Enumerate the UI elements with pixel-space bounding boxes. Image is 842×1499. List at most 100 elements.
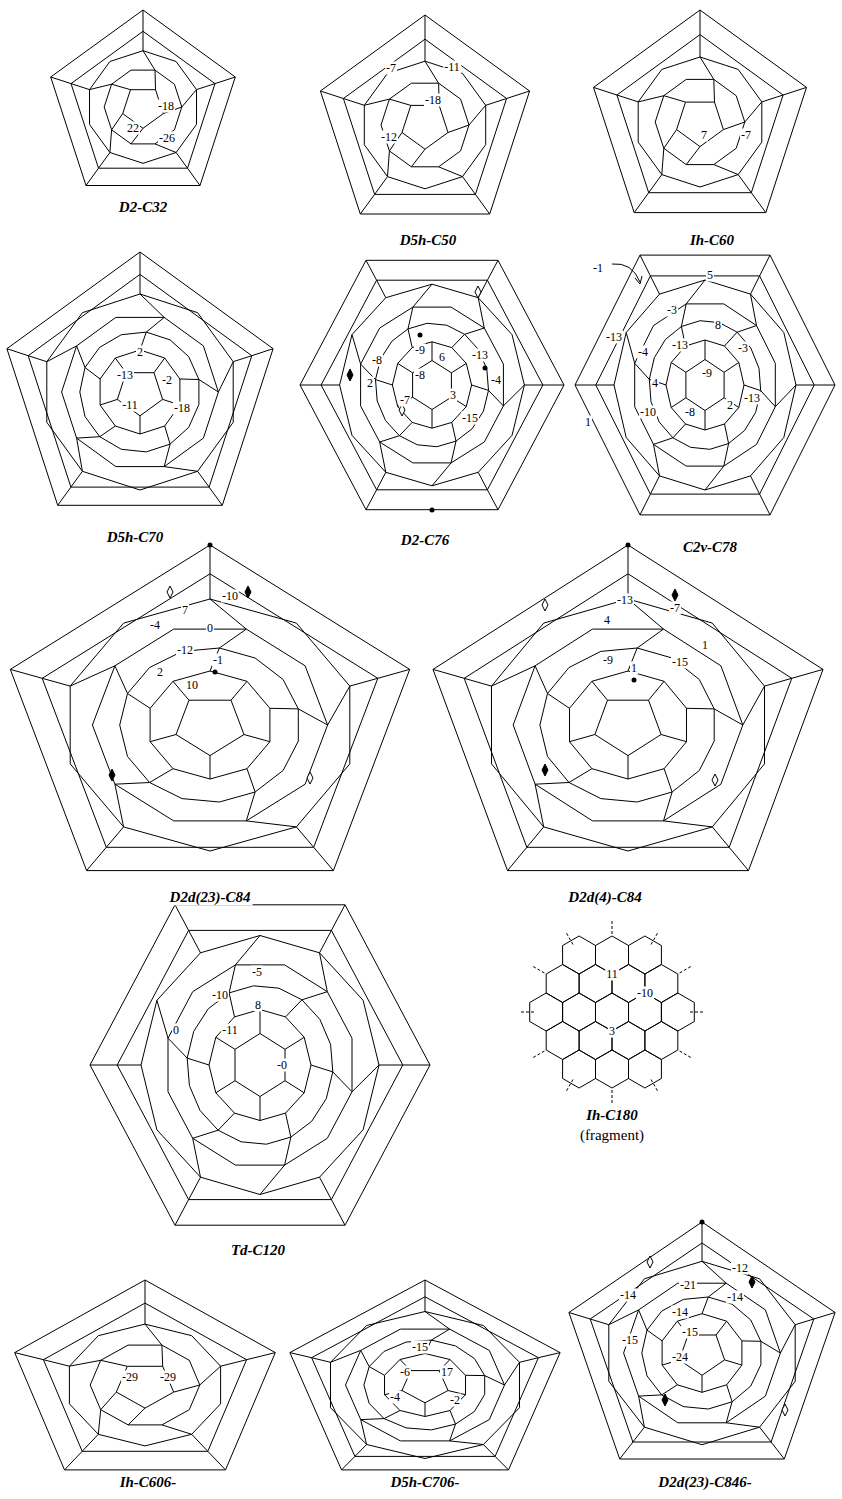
cage-bond: [350, 678, 378, 686]
charge-number: -8: [371, 354, 383, 367]
cage-bond: [296, 827, 313, 847]
cage-bond: [140, 274, 141, 294]
dashed-stub: [532, 1051, 544, 1058]
cage-bond: [69, 1360, 100, 1366]
cage-bond: [235, 936, 260, 965]
cage-bond: [260, 1165, 285, 1194]
cage-bond: [377, 280, 386, 298]
cage-bond: [712, 827, 729, 847]
charge-number: 2: [136, 346, 144, 359]
cage-bond: [760, 494, 770, 515]
cage-bond: [188, 168, 201, 185]
cage-bond: [51, 77, 71, 84]
cage-bond: [216, 1081, 235, 1093]
cage-ring: [513, 629, 743, 821]
charge-number: -7: [385, 62, 397, 75]
cage-bond: [432, 342, 433, 361]
cage-bond: [702, 1243, 703, 1261]
cage-bond: [352, 1065, 379, 1092]
charge-number: 2: [726, 399, 734, 412]
cage-bond: [628, 545, 629, 574]
cage-bond: [389, 99, 410, 105]
cage-bond: [760, 255, 770, 276]
cage-bond: [90, 84, 112, 89]
cage-ring: [492, 599, 765, 851]
cage-bond: [411, 149, 425, 167]
cage-bond: [592, 681, 608, 700]
cage-ring: [331, 1312, 520, 1459]
cage-ring: [364, 1340, 485, 1430]
cage-bond: [100, 426, 116, 437]
cage-bond: [314, 847, 334, 870]
cage-bond: [140, 252, 141, 274]
cage-bond: [486, 99, 507, 106]
cage-bond: [448, 125, 469, 133]
axis-dot: [430, 508, 435, 513]
cage-ring: [42, 574, 378, 848]
charge-number: -4: [490, 374, 502, 387]
cage-bond: [465, 328, 485, 334]
cage-bond: [302, 992, 327, 1000]
dashed-stub: [680, 966, 692, 973]
cage-ring: [10, 545, 409, 871]
cage-bond: [366, 260, 377, 280]
axis-dot: [632, 678, 637, 683]
cage-bond: [475, 194, 489, 214]
arrow-head: [635, 276, 642, 284]
charge-number: -21: [679, 1279, 697, 1292]
charge-number: -6: [399, 1366, 411, 1379]
charge-number: -29: [121, 1371, 139, 1384]
cage-bond: [705, 340, 706, 360]
cage-bond: [413, 284, 432, 307]
cage-bond: [176, 153, 187, 169]
charge-number: -4: [637, 346, 649, 359]
cage-ring: [100, 350, 180, 434]
cage-ring: [617, 35, 783, 193]
cage-bond: [175, 1200, 189, 1226]
cage-bond: [128, 694, 151, 709]
charge-number: -13: [116, 369, 134, 382]
cage-bond: [298, 709, 327, 725]
cage-bond: [286, 1000, 302, 1017]
cage-bond: [164, 444, 170, 467]
cage-bond: [331, 1350, 361, 1362]
charge-number: -2: [161, 374, 173, 387]
cage-bond: [726, 1423, 759, 1427]
cage-bond: [221, 1360, 247, 1367]
charge-number: -13: [605, 331, 623, 344]
cage-bond: [174, 1385, 200, 1392]
cage-bond: [705, 411, 706, 431]
axis-diamond: [662, 1394, 668, 1406]
charge-number: -18: [157, 100, 175, 113]
cage-bond: [761, 391, 776, 407]
axis-dot: [213, 670, 218, 675]
charge-number: -9: [602, 654, 614, 667]
charge-number: 22: [126, 122, 140, 135]
cage-ring: [62, 317, 219, 466]
cage-bond: [101, 1392, 117, 1410]
cage-bond: [388, 151, 390, 177]
cage-bond: [285, 1081, 304, 1093]
cage-bond: [115, 666, 128, 694]
cage-ring: [540, 648, 714, 802]
cage-bond: [331, 905, 345, 931]
cage-bond: [650, 476, 659, 494]
cage-bond: [713, 79, 715, 102]
structure-caption: Td-C120: [229, 1242, 287, 1259]
cage-bond: [77, 437, 100, 438]
structure-caption: D2-C76: [399, 532, 451, 549]
charge-number: -15: [621, 1334, 639, 1347]
charge-number: -14: [671, 1306, 689, 1319]
charge-number: -10: [639, 406, 657, 419]
charge-number: 0: [172, 1024, 180, 1037]
charge-number: -3: [666, 304, 678, 317]
cage-bond: [408, 329, 412, 348]
charge-number: -10: [211, 989, 229, 1002]
dashed-stub: [651, 1080, 658, 1092]
cage-bond: [290, 1353, 312, 1358]
cage-bond: [745, 102, 762, 122]
cage-ring: [92, 629, 327, 821]
cage-bond: [635, 363, 650, 379]
cage-bond: [686, 147, 700, 165]
